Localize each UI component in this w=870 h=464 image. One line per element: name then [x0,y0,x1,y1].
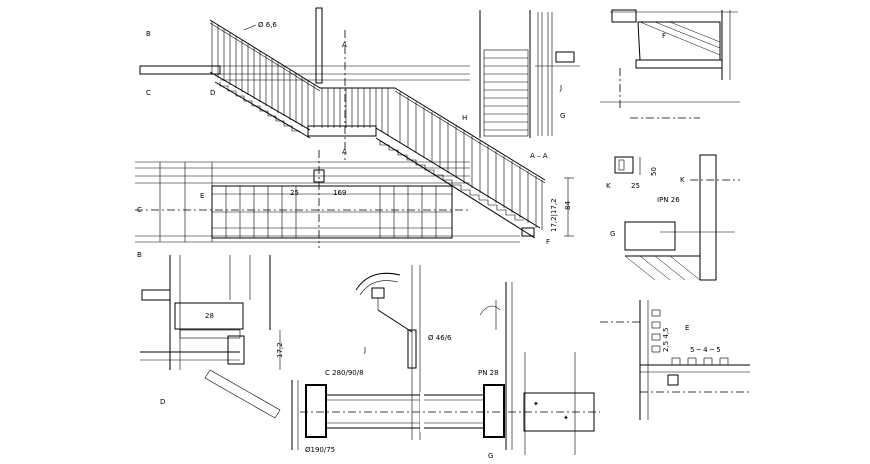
balusters-flight1 [211,21,315,128]
profile-bot: Ø190/75 [305,446,335,454]
detail-e: E 5 ─ 4 ─ 5 2,5 4,5 [600,300,750,420]
label-k-left: K [606,182,611,190]
k-wall [699,154,717,281]
svg-text:✦: ✦ [533,400,539,408]
detail-k: 50 25 K K IPN 26 G [606,154,740,281]
steps-flight1 [219,82,300,132]
label-dia-top: Ø 6,6 [258,21,277,29]
beam-c280-left [305,384,327,438]
flight2-stringer-bottom [375,137,536,239]
column [315,7,323,84]
label-d-bottom: D [160,398,165,406]
detail-f: F [600,9,740,119]
label-c-mid: C [137,206,142,214]
label-g-bottom: G [488,452,493,460]
upper-slab [139,65,221,75]
rail2 [394,87,546,181]
stair-elevation: 17,2|17,2 84 B C D A A H Ø 6,6 [139,7,574,248]
dim-5-4-5: 5 ─ 4 ─ 5 [690,346,721,354]
dim-50: 50 [650,167,658,176]
section-aa: A – A J G [479,10,580,160]
detail-j: Ø 46/6 J [355,265,513,450]
label-e-small: E [200,192,204,200]
label-a-top: A [342,41,347,49]
dim-25: 25 [290,189,299,197]
label-g-mid: G [610,230,615,238]
rail1b [209,22,321,92]
profile-ipn26: IPN 26 [657,196,680,204]
steps-flight2 [379,140,524,221]
dim-e-vert: 2,5 4,5 [662,328,670,353]
plan-grid [159,162,437,242]
label-d: D [210,89,215,97]
stair-plan: 169 25 C E B F [135,161,550,259]
dim-28: 28 [205,312,214,320]
rail2b [394,90,546,184]
dim-45: Ø 46/6 [428,334,452,342]
dim-17-2: 17,2|17,2 [550,198,558,232]
aa-stringer [483,49,529,137]
balusters-flight2 [399,92,543,230]
label-h: H [462,114,467,122]
label-g-top: G [560,112,565,120]
profile-c280: C 280/90/8 [325,369,364,377]
label-j-bottom: J [363,346,366,354]
label-k-right: K [680,176,685,184]
label-c-left: C [146,89,151,97]
dim-84: 84 [564,201,572,210]
dim-25b: 25 [631,182,640,190]
svg-text:✦: ✦ [563,414,569,422]
label-b-top: B [146,30,151,38]
detail-d: 28 17,2 D [140,255,284,419]
dim-169: 169 [333,189,346,197]
label-j-top: J [559,84,562,92]
g-plate [523,392,595,432]
flight2-stringer-top [375,127,541,229]
label-aa: A – A [530,152,548,160]
rail1 [209,19,321,89]
label-e: E [685,324,689,332]
label-f-mid: F [546,238,550,246]
balusters-landing [321,88,389,136]
label-a-bottom: A [342,148,347,156]
profile-pn28: PN 28 [478,369,499,377]
dim-17-2b: 17,2 [276,342,284,358]
beam-pn28-right [483,384,505,438]
label-f-top: F [662,32,666,40]
aa-rail [537,12,553,136]
label-b-mid: B [137,251,142,259]
flight1-stringer-bottom [214,81,311,139]
landing [307,125,377,137]
detail-g: ✦ ✦ C 280/90/8 PN 28 Ø190/75 G [291,352,600,460]
